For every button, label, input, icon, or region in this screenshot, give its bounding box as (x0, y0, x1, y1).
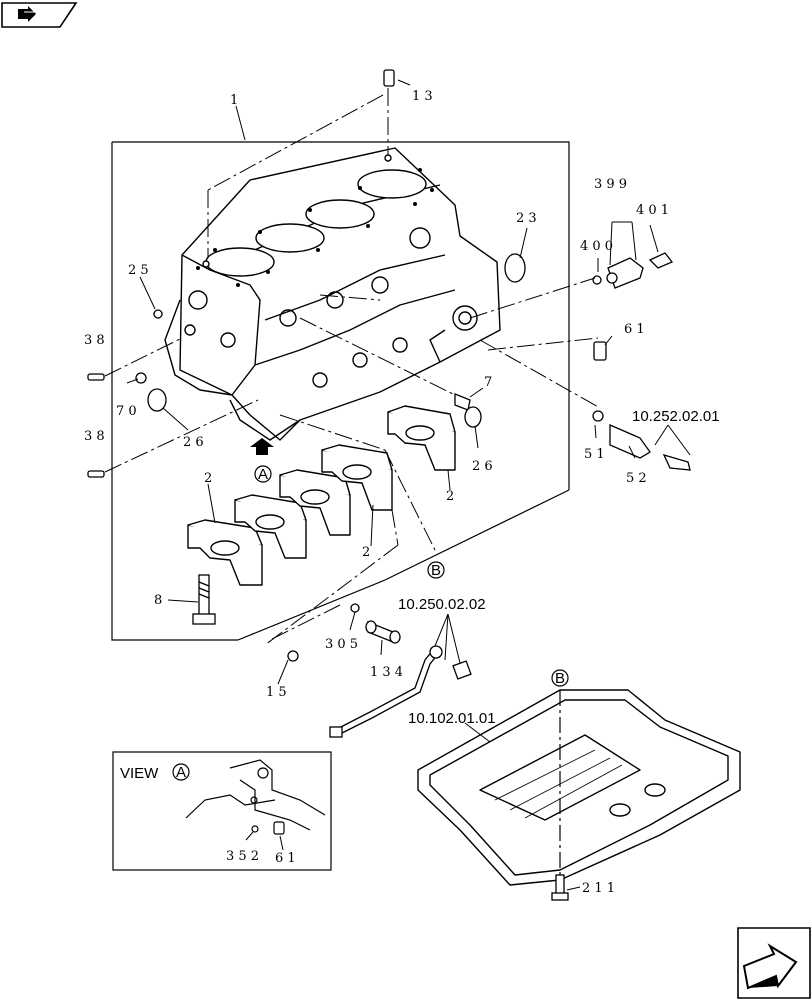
next-page-button[interactable] (734, 926, 812, 1000)
ref-sensor: 10.252.02.01 (632, 408, 720, 425)
prev-page-button[interactable] (0, 0, 78, 30)
view-label: VIEW (120, 765, 159, 782)
callout-70: 7 0 (116, 404, 137, 419)
svg-text:A: A (258, 466, 268, 483)
callout-26-left: 2 6 (183, 435, 204, 450)
callout-25: 2 5 (128, 263, 149, 278)
callout-2-left: 2 (204, 471, 212, 486)
main-frame (111, 141, 570, 641)
callout-8: 8 (154, 593, 162, 608)
callout-401: 4 0 1 (636, 203, 669, 218)
view-arrow-icon (250, 438, 274, 455)
callout-38-lower: 3 8 (84, 429, 105, 444)
callout-352: 3 5 2 (226, 849, 259, 864)
callout-52: 5 2 (626, 471, 647, 486)
ref-oil-pan: 10.102.01.01 (408, 710, 496, 727)
svg-text:B: B (431, 562, 441, 579)
engine-block-holes (196, 168, 434, 287)
svg-text:A: A (176, 764, 186, 781)
arrow-right-icon (737, 927, 811, 999)
view-a-detail: VIEW A 3 5 2 6 1 (112, 751, 332, 871)
callouts: 1 3 1 3 9 9 4 0 1 4 0 0 2 3 2 5 6 1 3 8 … (84, 89, 669, 896)
callout-305: 3 0 5 (325, 637, 358, 652)
callout-1: 1 (230, 93, 238, 108)
leader-lines (126, 79, 691, 891)
oil-pan (417, 689, 741, 886)
book-arrow-icon (1, 2, 78, 28)
engine-block (164, 147, 501, 441)
marker-view-a: A (254, 465, 272, 483)
bearing-caps (187, 405, 456, 586)
callout-51: 5 1 (584, 447, 605, 462)
callout-134: 1 3 4 (370, 665, 403, 680)
callout-399: 3 9 9 (594, 177, 627, 192)
part-134 (350, 603, 401, 644)
callout-61: 6 1 (624, 322, 645, 337)
marker-section-b-pan: B (551, 669, 569, 687)
callout-211: 2 1 1 (582, 881, 615, 896)
callout-2-right: 2 (446, 489, 454, 504)
callout-61-view: 6 1 (275, 851, 296, 866)
centre-lines (104, 88, 601, 646)
oil-pipe (329, 645, 472, 738)
callout-13: 1 3 (412, 89, 433, 104)
small-parts (87, 69, 607, 662)
sensor-parts (592, 252, 674, 289)
callout-2-center: 2 (362, 545, 370, 560)
reference-labels: 10.252.02.01 10.250.02.02 10.102.01.01 (398, 408, 720, 727)
marker-section-b: B (427, 561, 445, 579)
callout-23: 2 3 (516, 211, 537, 226)
ref-tube: 10.250.02.02 (398, 596, 486, 613)
callout-15: 1 5 (266, 685, 287, 700)
callout-26-right: 2 6 (472, 459, 493, 474)
bolt-8 (192, 574, 216, 625)
callout-38-upper: 3 8 (84, 333, 105, 348)
callout-400: 4 0 0 (580, 239, 613, 254)
callout-7: 7 (484, 375, 492, 390)
sensor-52 (592, 410, 691, 471)
svg-text:B: B (555, 670, 565, 687)
